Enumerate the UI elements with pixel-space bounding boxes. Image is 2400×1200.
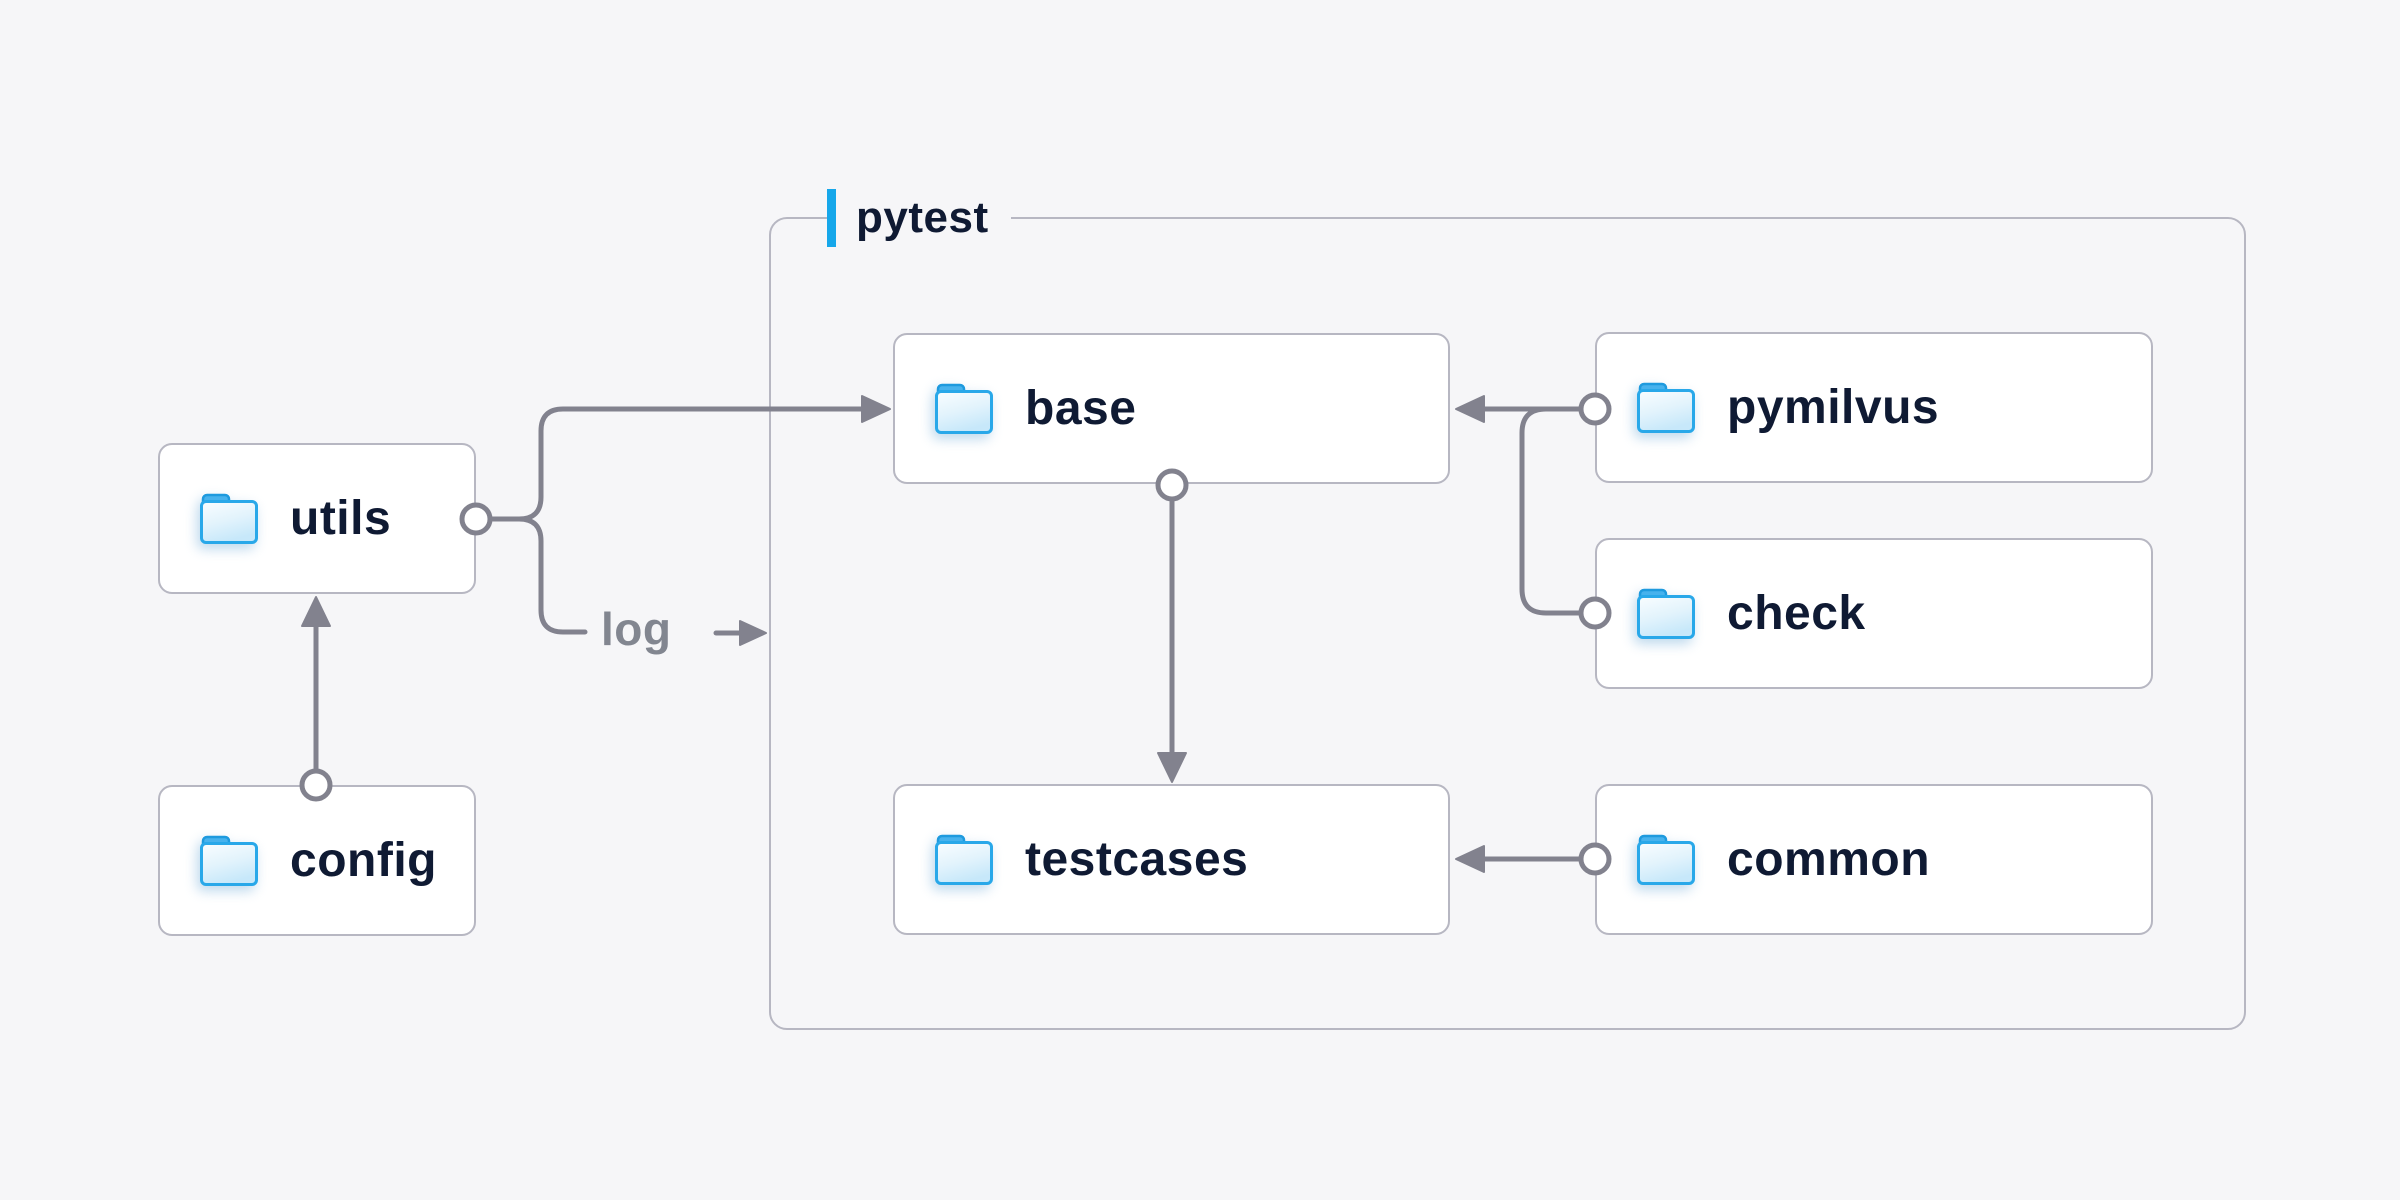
node-label: utils xyxy=(290,492,392,545)
folder-icon xyxy=(935,834,993,885)
node-base: base xyxy=(893,333,1450,484)
pytest-group-label: pytest xyxy=(827,189,1011,247)
group-title: pytest xyxy=(856,193,989,242)
node-label: check xyxy=(1727,587,1866,640)
edge-config-utils xyxy=(299,596,333,802)
node-label: base xyxy=(1025,382,1137,435)
node-check: check xyxy=(1595,538,2153,689)
pytest-group: pytest xyxy=(769,189,2246,1030)
accent-bar xyxy=(827,189,836,247)
folder-icon xyxy=(200,835,258,886)
folder-icon xyxy=(935,383,993,434)
node-utils: utils xyxy=(158,443,476,594)
node-label: pymilvus xyxy=(1727,381,1940,434)
edge-label-log: log xyxy=(601,603,672,655)
folder-icon xyxy=(200,493,258,544)
folder-icon xyxy=(1637,382,1695,433)
node-label: testcases xyxy=(1025,833,1249,886)
folder-icon xyxy=(1637,834,1695,885)
node-label: common xyxy=(1727,833,1931,886)
node-testcases: testcases xyxy=(893,784,1450,935)
folder-icon xyxy=(1637,588,1695,639)
node-config: config xyxy=(158,785,476,936)
node-label: config xyxy=(290,834,437,887)
node-pymilvus: pymilvus xyxy=(1595,332,2153,483)
node-common: common xyxy=(1595,784,2153,935)
